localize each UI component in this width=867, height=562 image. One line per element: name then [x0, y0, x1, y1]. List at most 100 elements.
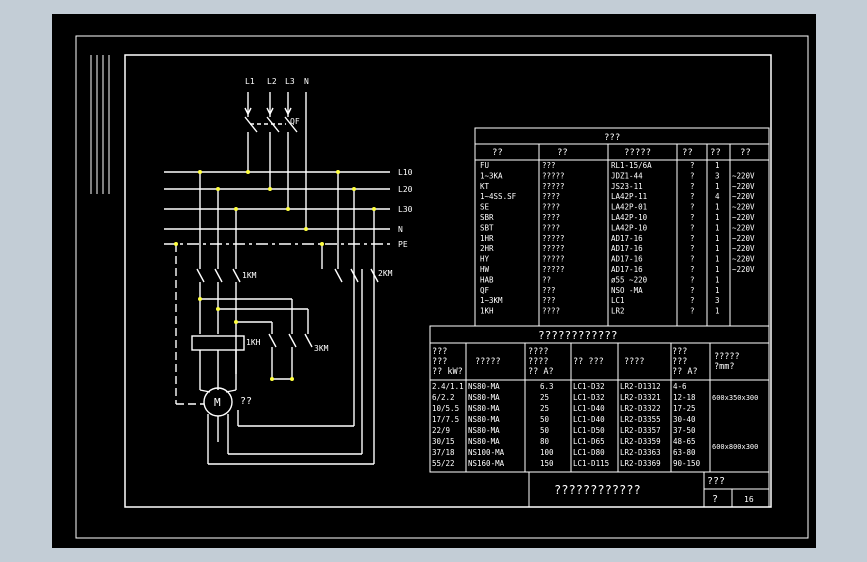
parts-table-headers: ?? ?? ????? ?? ?? ?? — [492, 148, 751, 158]
spec-cell: 12-18 — [673, 393, 696, 402]
parts-cell: ???? — [542, 203, 560, 212]
spec-cell: LR2-D1312 — [620, 382, 661, 391]
parts-cell: JDZ1-44 — [611, 171, 643, 180]
parts-cell: 1KH — [480, 307, 494, 316]
parts-cell: ? — [690, 286, 695, 295]
parts-cell: LR2 — [611, 307, 625, 316]
rail-l30: L30 — [398, 205, 413, 214]
spec-header: ?? ??? — [573, 357, 604, 367]
parts-cell: 1 — [715, 255, 720, 264]
parts-cell: ? — [690, 171, 695, 180]
parts-header: ?? — [557, 148, 568, 158]
spec-header: ?? kW? — [432, 367, 463, 377]
spec-cell: 150 — [540, 459, 554, 468]
parts-cell: ~220V — [732, 255, 755, 264]
parts-cell: 1~4SS.SF — [480, 192, 517, 201]
parts-cell: ????? — [542, 265, 565, 274]
spec-cell: 48-65 — [673, 437, 696, 446]
spec-cell: NS80-MA — [468, 393, 500, 402]
parts-cell: KT — [480, 182, 490, 191]
spec-cell: 30/15 — [432, 437, 455, 446]
spec-cell: 25 — [540, 404, 549, 413]
parts-cell: ? — [690, 182, 695, 191]
parts-header: ?? — [682, 148, 693, 158]
spec-header: ??? — [672, 347, 687, 357]
spec-cell: LR2-D3357 — [620, 426, 661, 435]
spec-header: ??? — [432, 357, 447, 367]
spec-cell: 6/2.2 — [432, 393, 455, 402]
parts-cell: ~220V — [732, 182, 755, 191]
spec-cell: LR2-D3355 — [620, 415, 661, 424]
spec-cell: 37/18 — [432, 448, 455, 457]
spec-cell: 2.4/1.1 — [432, 382, 464, 391]
spec-cell: NS80-MA — [468, 437, 500, 446]
spec-cell: 80 — [540, 437, 550, 446]
parts-cell: ? — [690, 265, 695, 274]
parts-cell: ????? — [542, 234, 565, 243]
parts-cell: 3 — [715, 296, 720, 305]
parts-cell: QF — [480, 286, 490, 295]
spec-cell: NS100-MA — [468, 448, 505, 457]
spec-cell: 90-150 — [673, 459, 701, 468]
parts-cell: HW — [480, 265, 490, 274]
rail-l20: L20 — [398, 185, 413, 194]
parts-cell: ??? — [542, 296, 556, 305]
parts-cell: ? — [690, 296, 695, 305]
spec-cell: LC1-D32 — [573, 382, 605, 391]
spec-cell: 55/22 — [432, 459, 455, 468]
spec-table — [429, 325, 770, 473]
parts-cell: LA42P-11 — [611, 192, 647, 201]
parts-cell: SBT — [480, 223, 494, 232]
parts-cell: ? — [690, 307, 695, 316]
sheet-number: 16 — [744, 495, 754, 504]
parts-cell: 1 — [715, 182, 720, 191]
parts-cell: FU — [480, 161, 489, 170]
title-field: ??? — [707, 476, 725, 487]
parts-cell: ? — [690, 223, 695, 232]
spec-header: ?? A? — [528, 367, 554, 377]
parts-cell: HY — [480, 255, 490, 264]
spec-header: ????? — [714, 352, 740, 362]
parts-table — [474, 127, 770, 327]
spec-header: ????? — [475, 357, 501, 367]
parts-cell: ?? — [542, 275, 551, 284]
parts-cell: LA42P-01 — [611, 203, 647, 212]
km3-label: 3KM — [314, 344, 329, 353]
spec-header: ???? — [624, 357, 644, 367]
drawing-sheet: L1 L2 L3 N QF L10 L20 L30 N PE 1KM 2KM 3… — [52, 14, 816, 548]
parts-cell: ? — [690, 203, 695, 212]
parts-cell: ????? — [542, 244, 565, 253]
parts-cell: ? — [690, 192, 695, 201]
parts-cell: AD17-16 — [611, 234, 643, 243]
phase-l2: L2 — [267, 77, 277, 86]
motor-symbol: M — [214, 396, 221, 409]
parts-cell: 1 — [715, 244, 720, 253]
spec-cell: LR2-D3363 — [620, 448, 661, 457]
parts-cell: ~220V — [732, 213, 755, 222]
spec-cell: 100 — [540, 448, 554, 457]
spec-cell: 22/9 — [432, 426, 450, 435]
parts-cell: 1 — [715, 286, 720, 295]
power-circuit — [164, 92, 390, 465]
parts-cell: ???? — [542, 307, 560, 316]
spec-cell: NS80-MA — [468, 415, 500, 424]
parts-cell: ????? — [542, 255, 565, 264]
phase-n: N — [304, 77, 309, 86]
sheet-border — [75, 35, 809, 539]
parts-cell: ??? — [542, 161, 556, 170]
spec-cell: 17/7.5 — [432, 415, 459, 424]
spec-cell: 50 — [540, 426, 550, 435]
parts-cell: 2HR — [480, 244, 494, 253]
qf-label: QF — [290, 117, 300, 126]
spec-cell: 37-50 — [673, 426, 696, 435]
parts-cell: ø55 ~220 — [611, 275, 648, 284]
parts-cell: AD17-16 — [611, 265, 643, 274]
spec-cell: LC1-D40 — [573, 404, 605, 413]
spec-cell: 4-6 — [673, 382, 687, 391]
size-group-2: 600x800x300 — [712, 443, 758, 451]
spec-cell: 30-40 — [673, 415, 696, 424]
spec-cell: 63-80 — [673, 448, 696, 457]
parts-header: ?? — [710, 148, 721, 158]
parts-cell: ~220V — [732, 171, 755, 180]
parts-cell: ~220V — [732, 234, 755, 243]
